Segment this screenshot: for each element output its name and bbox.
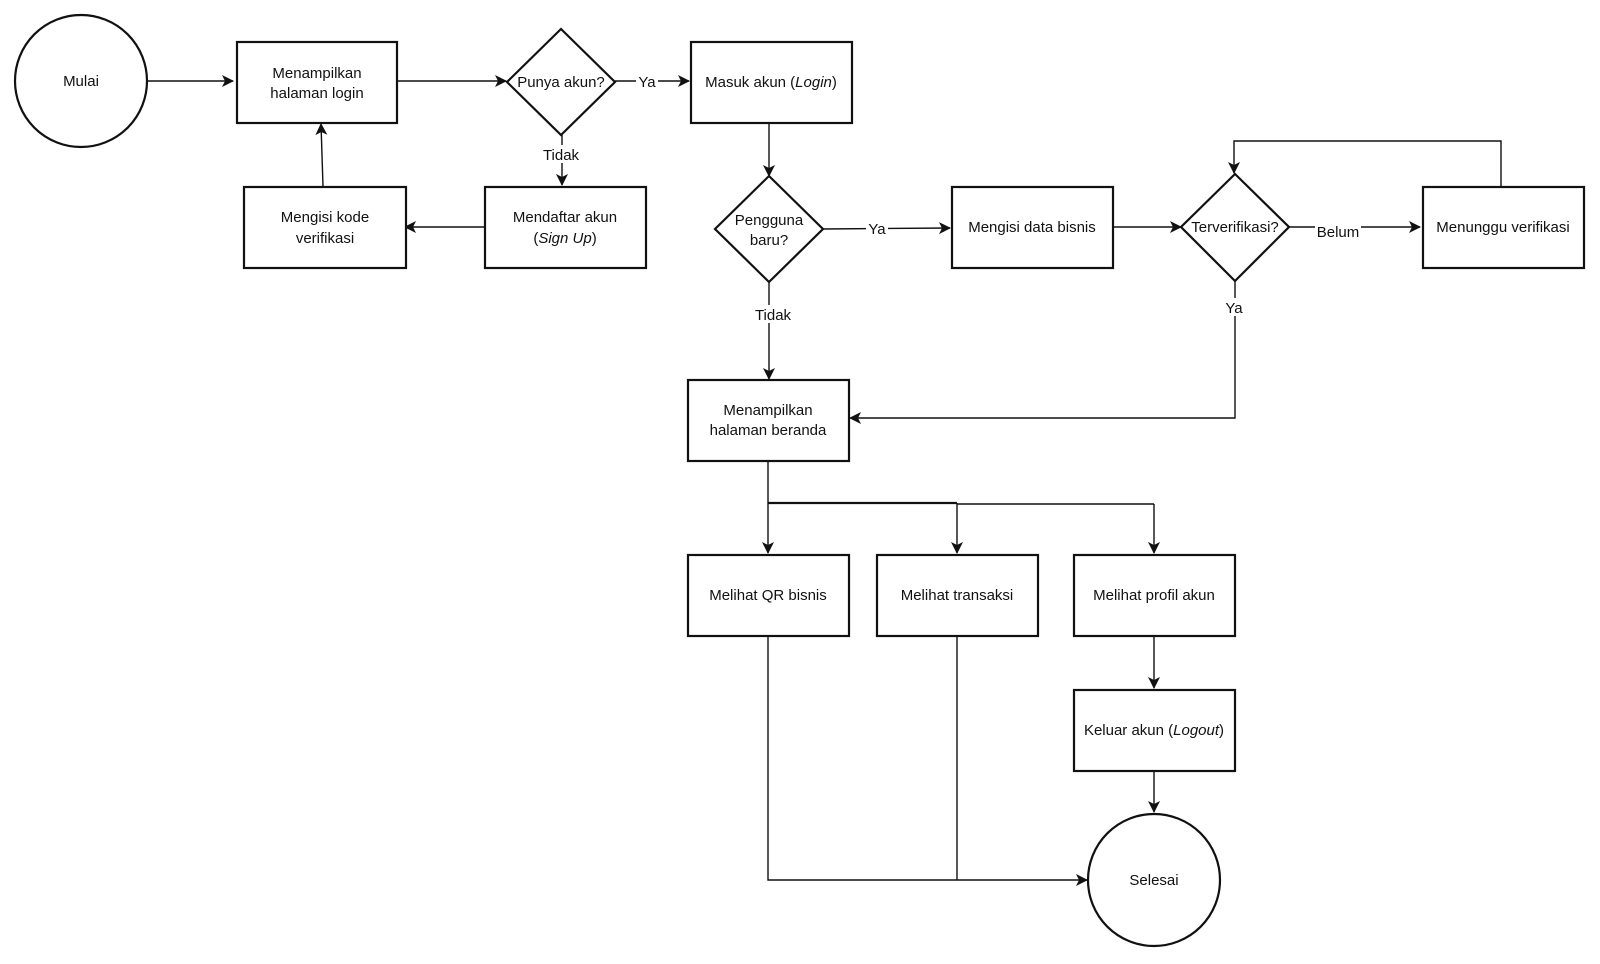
- edge-menunggu-to-terverifikasi: [1228, 140, 1502, 186]
- process-melihat-transaksi: Melihat transaksi: [875, 553, 1040, 638]
- mulai-label: Mulai: [63, 73, 99, 90]
- keluar-akun-tail: ): [1219, 722, 1224, 739]
- melihat-transaksi-label: Melihat transaksi: [901, 587, 1014, 604]
- melihat-profil-label: Melihat profil akun: [1093, 587, 1215, 604]
- pengguna-baru-line2: baru?: [750, 232, 788, 249]
- menampilkan-login-line2: halaman login: [270, 85, 363, 102]
- mengisi-kode-line1: Mengisi kode: [281, 209, 369, 226]
- menampilkan-login-line1: Menampilkan: [272, 65, 361, 82]
- nodes: Mulai Menampilkan halaman login Punya ak…: [13, 13, 1586, 948]
- start-node-mulai: Mulai: [13, 13, 149, 149]
- process-mengisi-kode: Mengisi kode verifikasi: [242, 185, 408, 270]
- end-node-selesai: Selesai: [1086, 812, 1222, 948]
- process-menunggu-verifikasi: Menunggu verifikasi: [1421, 185, 1586, 270]
- edge-qr-to-selesai: [767, 635, 1088, 886]
- masuk-akun-text: Masuk akun (: [705, 74, 795, 91]
- mendaftar-akun-italic: Sign Up: [538, 230, 591, 247]
- terverifikasi-label: Terverifikasi?: [1191, 219, 1279, 236]
- masuk-akun-tail: ): [832, 74, 837, 91]
- mendaftar-akun-line2: (Sign Up): [533, 230, 596, 247]
- label-pengguna-tidak: Tidak: [755, 307, 792, 324]
- label-terverifikasi-belum: Belum: [1317, 224, 1360, 241]
- menampilkan-beranda-line1: Menampilkan: [723, 402, 812, 419]
- mengisi-kode-line2: verifikasi: [296, 230, 354, 247]
- keluar-akun-italic: Logout: [1173, 722, 1220, 739]
- mengisi-data-bisnis-label: Mengisi data bisnis: [968, 219, 1096, 236]
- selesai-label: Selesai: [1129, 872, 1178, 889]
- masuk-akun-italic: Login: [795, 74, 832, 91]
- process-masuk-akun: Masuk akun (Login): [689, 40, 854, 125]
- process-keluar-akun: Keluar akun (Logout): [1072, 688, 1237, 773]
- process-melihat-profil: Melihat profil akun: [1072, 553, 1237, 638]
- menunggu-verifikasi-label: Menunggu verifikasi: [1436, 219, 1569, 236]
- edge-mengisi-kode-to-login: [315, 123, 328, 187]
- mendaftar-akun-line1: Mendaftar akun: [513, 209, 617, 226]
- process-mendaftar-akun: Mendaftar akun (Sign Up): [483, 185, 648, 270]
- label-punya-ya: Ya: [638, 74, 656, 91]
- masuk-akun-label: Masuk akun (Login): [705, 74, 837, 91]
- label-punya-tidak: Tidak: [543, 147, 580, 164]
- process-menampilkan-login: Menampilkan halaman login: [235, 40, 399, 125]
- mendaftar-akun-close: ): [592, 230, 597, 247]
- pengguna-baru-line1: Pengguna: [735, 212, 804, 229]
- process-melihat-qr: Melihat QR bisnis: [686, 553, 851, 638]
- punya-akun-label: Punya akun?: [517, 74, 605, 91]
- menampilkan-beranda-line2: halaman beranda: [710, 422, 827, 439]
- label-terverifikasi-ya: Ya: [1225, 300, 1243, 317]
- edge-labels: Ya Tidak Ya Tidak Belum Ya: [538, 72, 1361, 324]
- melihat-qr-label: Melihat QR bisnis: [709, 587, 827, 604]
- process-menampilkan-beranda: Menampilkan halaman beranda: [686, 378, 851, 463]
- keluar-akun-label: Keluar akun (Logout): [1084, 722, 1224, 739]
- edges: [148, 75, 1502, 886]
- decision-terverifikasi: Terverifikasi?: [1179, 172, 1291, 283]
- mendaftar-akun-open: (: [533, 230, 538, 247]
- label-pengguna-ya: Ya: [868, 221, 886, 238]
- edge-terverifikasi-to-beranda: [849, 281, 1236, 424]
- decision-punya-akun: Punya akun?: [505, 27, 617, 137]
- keluar-akun-text: Keluar akun (: [1084, 722, 1173, 739]
- decision-pengguna-baru: Pengguna baru?: [713, 174, 825, 284]
- process-mengisi-data-bisnis: Mengisi data bisnis: [950, 185, 1115, 270]
